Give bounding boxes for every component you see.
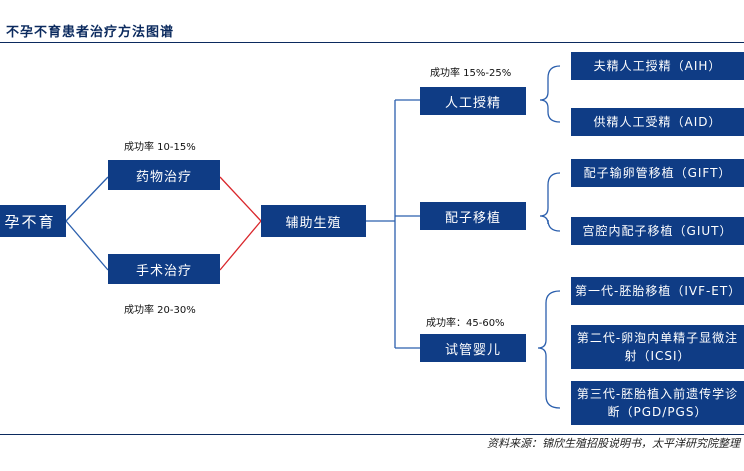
leaf-ivf-gen3: 第三代-胚胎植入前遗传学诊断（PGD/PGS）: [571, 381, 744, 425]
node-surgery-therapy: 手术治疗: [108, 254, 220, 284]
bracket-ai: [539, 65, 561, 123]
ai-success-rate: 成功率 15%-25%: [430, 68, 512, 79]
connector-root-surgery: [65, 220, 109, 271]
leaf-gift: 配子输卵管移植（GIFT）: [571, 159, 744, 187]
ivf-success-rate: 成功率：45-60%: [426, 318, 505, 329]
connector-surgery-art: [219, 220, 262, 271]
connector-root-drug: [65, 176, 109, 222]
leaf-aih: 夫精人工授精（AIH）: [571, 52, 744, 80]
surgery-success-rate: 成功率 20-30%: [124, 305, 196, 316]
bracket-ivf: [537, 290, 561, 409]
bracket-gamete: [539, 172, 561, 232]
node-drug-therapy: 药物治疗: [108, 160, 220, 190]
page-title: 不孕不育患者治疗方法图谱: [6, 25, 175, 40]
header-divider: [0, 42, 744, 43]
leaf-giut: 宫腔内配子移植（GIUT）: [571, 217, 744, 245]
connector-drug-art: [219, 176, 262, 222]
node-root: 孕不育: [0, 205, 66, 237]
node-gamete-transfer: 配子移植: [420, 202, 526, 230]
drug-success-rate: 成功率 10-15%: [124, 142, 196, 153]
leaf-ivf-gen1: 第一代-胚胎移植（IVF-ET）: [571, 277, 744, 305]
source-note: 资料来源：锦欣生殖招股说明书，太平洋研究院整理: [487, 437, 740, 450]
leaf-aid: 供精人工受精（AID）: [571, 108, 744, 136]
footer-divider: [0, 434, 744, 435]
node-assisted-reproduction: 辅助生殖: [261, 205, 366, 237]
leaf-ivf-gen2: 第二代-卵泡内单精子显微注射（ICSI）: [571, 325, 744, 369]
node-artificial-insemination: 人工授精: [420, 87, 526, 115]
node-ivf: 试管婴儿: [420, 334, 526, 362]
